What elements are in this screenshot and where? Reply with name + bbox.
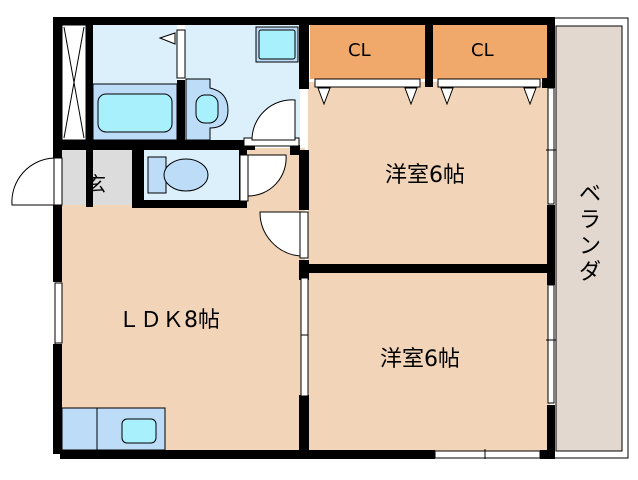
window-marks [55, 149, 556, 459]
bedroom-top-label: 洋室6帖 [385, 163, 465, 188]
door-entrance [11, 157, 55, 206]
closet-right-floor [433, 25, 548, 79]
bedroom-top-floor [308, 82, 550, 269]
closet-right-label: CL [471, 40, 494, 61]
door-bedroom [259, 211, 301, 257]
windows [54, 87, 555, 459]
bedroom-bottom-floor [308, 273, 550, 453]
entrance-floor [62, 150, 132, 205]
closet-door-markers [317, 87, 537, 106]
veranda-label: ベランダ [578, 182, 601, 285]
bedroom-bottom-label: 洋室6帖 [380, 347, 460, 372]
toilet-bottom [147, 156, 167, 194]
kitchen-counter [61, 407, 98, 451]
veranda-area [555, 25, 623, 452]
door-washroom [251, 99, 296, 141]
ldk-label: ＬＤＫ8帖 [118, 308, 220, 333]
door-toilet [247, 154, 287, 197]
closet-left-floor [310, 25, 425, 79]
closet-left-label: CL [348, 40, 371, 61]
entrance-label: 玄 [86, 172, 106, 196]
